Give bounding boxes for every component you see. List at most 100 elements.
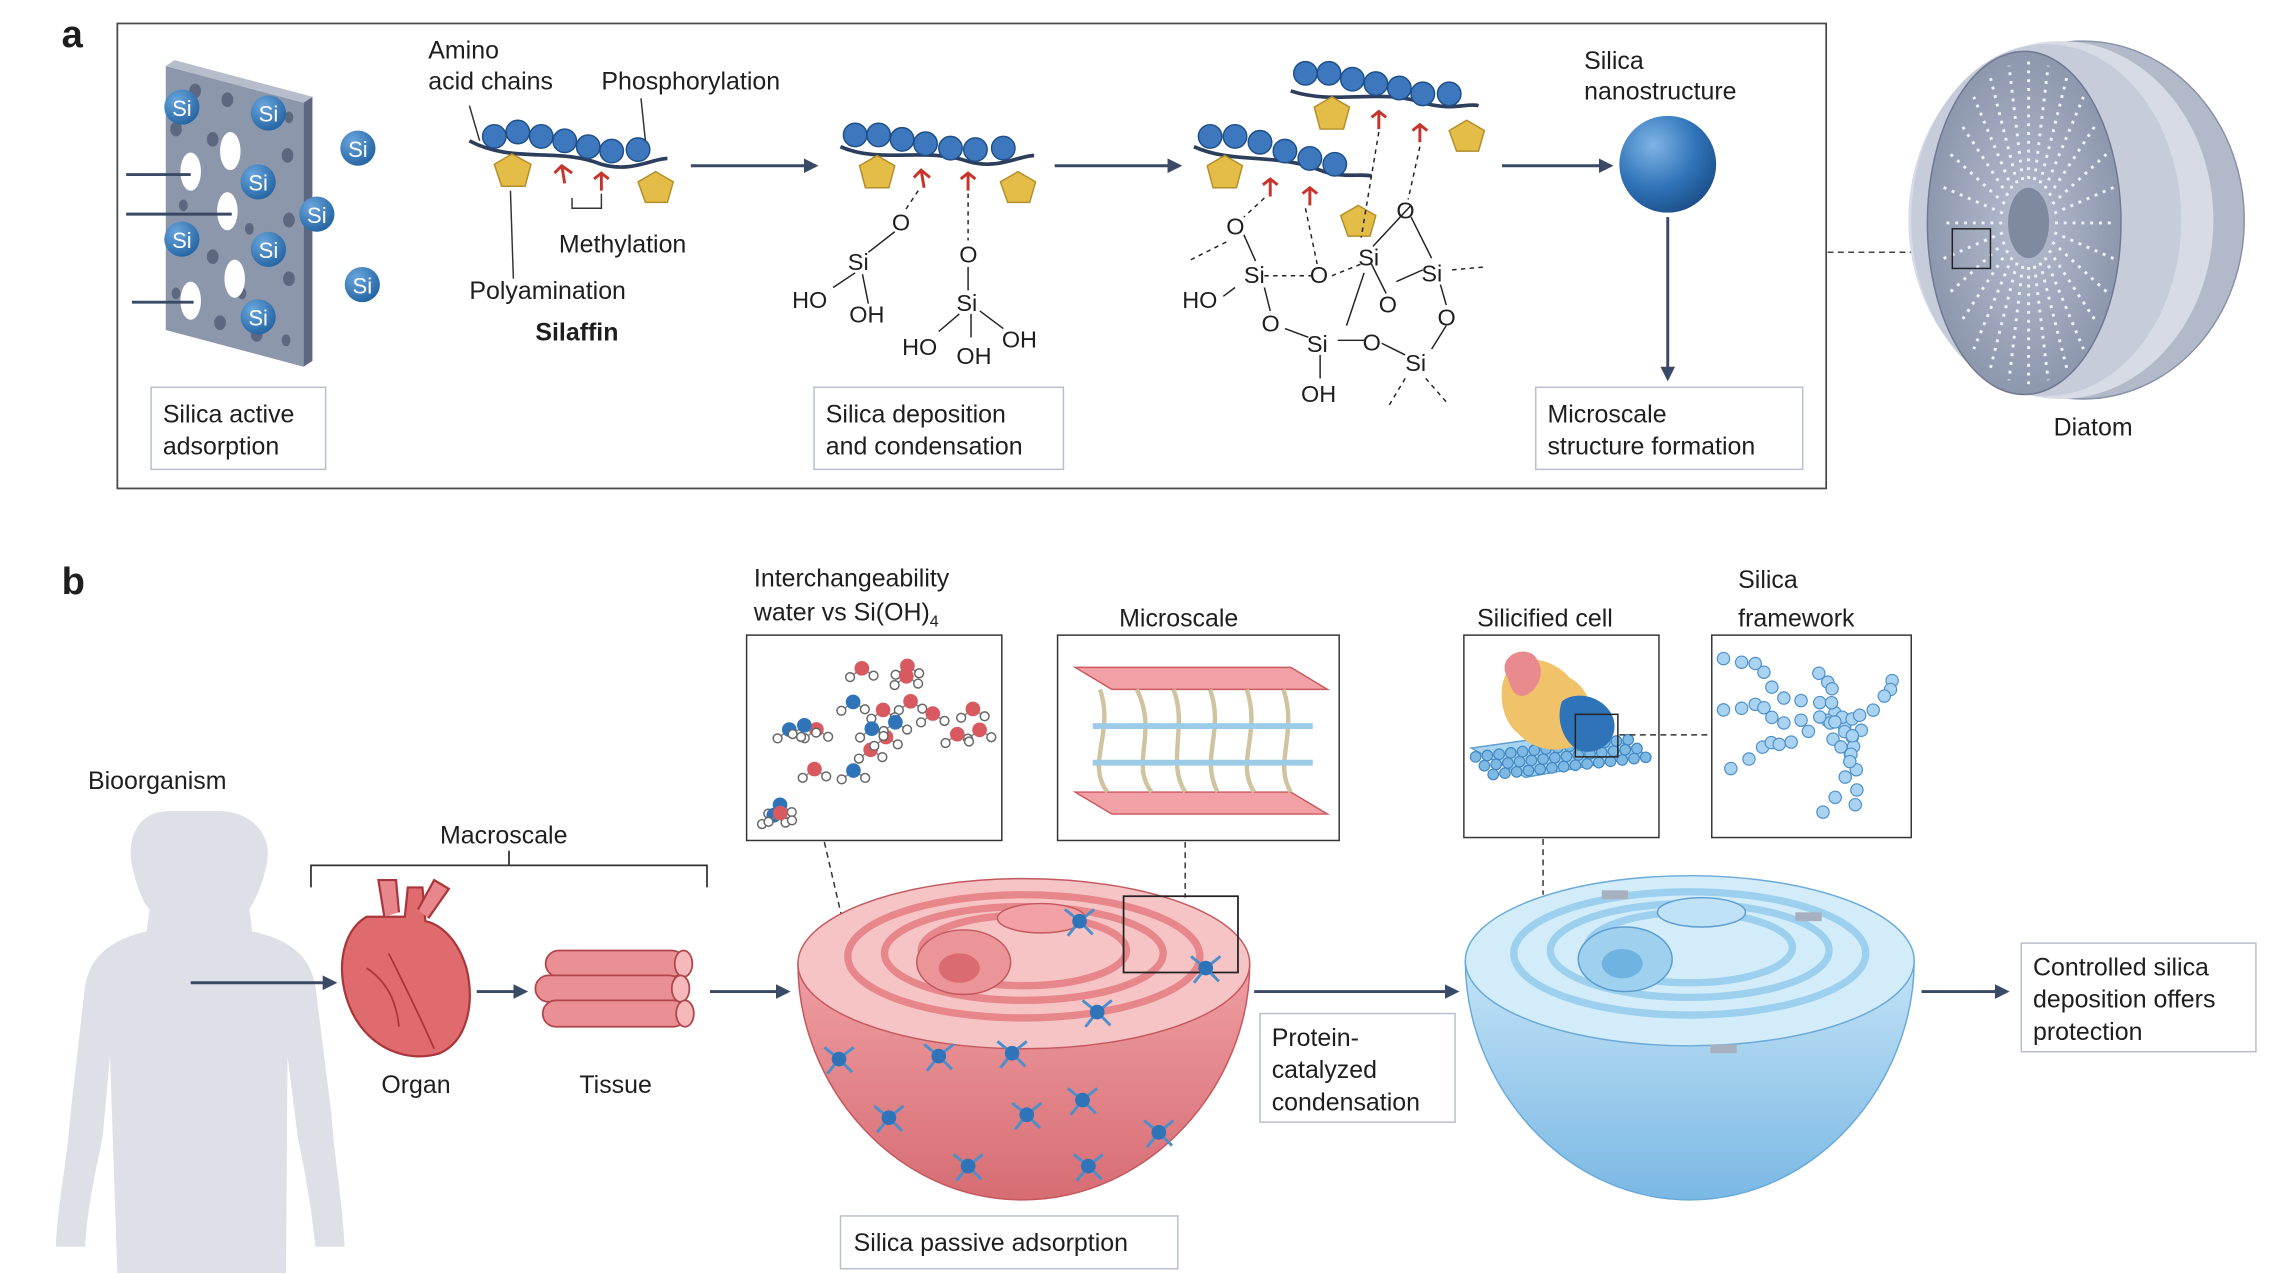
si-sphere: Si: [240, 164, 276, 200]
svg-text:Si: Si: [248, 306, 268, 331]
diatom-ray: [2053, 185, 2115, 215]
lipid-head: [1639, 751, 1652, 764]
svg-text:HO: HO: [902, 334, 937, 360]
diatom-ray: [1942, 185, 2004, 215]
lipid-head: [1487, 768, 1500, 781]
svg-text:OH: OH: [1301, 381, 1336, 407]
porous-membrane: [126, 60, 313, 367]
silica-bead: [1843, 754, 1857, 769]
silicic-acid: [831, 1051, 847, 1067]
si-sphere: Si: [164, 89, 200, 125]
lipid-head: [1493, 748, 1505, 761]
svg-text:O: O: [1261, 310, 1279, 336]
polyamination-label: Polyamination: [469, 277, 626, 305]
silica-bead: [1828, 790, 1842, 805]
box-deposition: [813, 386, 1065, 471]
silica-bead: [1734, 655, 1749, 669]
silicic-acid: [1198, 960, 1214, 976]
macroscale-label: Macroscale: [440, 821, 567, 849]
svg-text:Si: Si: [248, 171, 268, 196]
silicic-acid: [931, 1048, 947, 1064]
diatom-ray: [2038, 262, 2069, 369]
svg-text:Si: Si: [1358, 244, 1379, 270]
svg-text:Si: Si: [848, 249, 869, 275]
diatom-ray: [2033, 65, 2050, 181]
lipid-head: [1525, 754, 1538, 767]
lipid-head: [1569, 759, 1582, 772]
si-sphere: Si: [344, 266, 380, 303]
silica-bead: [1813, 695, 1827, 710]
lipid-head: [1510, 765, 1523, 778]
water-molecules: [756, 658, 997, 830]
bioorganism-label: Bioorganism: [88, 767, 227, 795]
lipid-head: [1481, 749, 1494, 762]
membrane-sandwich: [1072, 666, 1331, 815]
lipid-head: [1631, 742, 1643, 755]
silicic-acid: [1075, 1092, 1090, 1108]
lipid-head: [1604, 755, 1617, 768]
water-molecule: [925, 706, 941, 721]
silica-bead: [1777, 691, 1791, 705]
heart-organ: [340, 878, 471, 1058]
silicic-acid: [1004, 1045, 1020, 1061]
svg-text:O: O: [892, 209, 910, 235]
lipid-head: [1490, 758, 1503, 771]
macroscale-bracket: [310, 850, 708, 888]
silica-bead: [1765, 710, 1779, 725]
silica-bead: [1748, 656, 1762, 671]
lipid-head: [1522, 764, 1535, 777]
deposition-line2: and condensation: [826, 433, 1023, 461]
framework-label-1: Silica: [1738, 566, 1798, 594]
silica-bead: [1866, 703, 1880, 717]
active-adsorption-line1: Silica active: [163, 400, 295, 428]
si-sphere: Si: [250, 95, 287, 131]
lipid-head: [1516, 745, 1529, 758]
silica-bead: [1828, 715, 1842, 729]
diatom-ray: [1948, 240, 2006, 295]
si-sphere: Si: [250, 231, 287, 267]
silicic-acid: [881, 1110, 897, 1126]
deposition-molecule: [832, 122, 1037, 338]
lipid-head: [1546, 762, 1558, 774]
silica-bead: [1716, 703, 1731, 717]
silica-bead: [1816, 805, 1830, 819]
silica-nanostructure-ball: [1619, 115, 1717, 213]
controlled-line1: Controlled silica: [2033, 953, 2209, 981]
svg-text:Si: Si: [348, 137, 368, 162]
protein-line1: Protein-: [1272, 1024, 1359, 1052]
svg-text:Si: Si: [259, 238, 279, 263]
microscale-label: Microscale: [1119, 604, 1238, 632]
silica-bead: [1716, 651, 1731, 666]
silica-bead: [1772, 737, 1786, 752]
silica-bead: [1724, 761, 1738, 776]
diatom-ray: [2033, 265, 2050, 381]
silica-bead: [1838, 770, 1852, 784]
diatom-ray: [2051, 151, 2109, 205]
lipid-head: [1499, 767, 1511, 780]
interchange-label-2: water vs Si(OH)4: [753, 598, 939, 630]
silica-bead: [1825, 682, 1839, 696]
box-microscale-formation: [1535, 386, 1804, 471]
box-controlled-deposition: [2020, 942, 2257, 1053]
lipid-head: [1478, 759, 1491, 772]
svg-text:HO: HO: [1182, 287, 1217, 313]
lipid-head: [1581, 758, 1593, 770]
silicic-acid: [1081, 1158, 1096, 1174]
svg-text:Si: Si: [353, 273, 373, 298]
silaffin-molecule: [468, 98, 675, 279]
lipid-head: [1513, 755, 1526, 768]
lipid-head: [1628, 752, 1640, 765]
water-molecule: [965, 701, 981, 717]
nano-label-2: nanostructure: [1584, 78, 1736, 106]
cell-blue: [1464, 874, 1915, 1201]
diatom-ray: [1988, 262, 2019, 369]
tissue-label: Tissue: [579, 1071, 651, 1099]
lipid-head: [1622, 733, 1635, 746]
silica-bead: [1757, 665, 1771, 679]
silicified-cell-scene: [1468, 651, 1652, 781]
lipid-head: [1610, 735, 1623, 747]
controlled-line3: protection: [2033, 1018, 2142, 1046]
lipid-head: [1592, 756, 1605, 769]
deposition-atoms: O Si HO OH O Si HO OH OH: [792, 209, 1037, 368]
